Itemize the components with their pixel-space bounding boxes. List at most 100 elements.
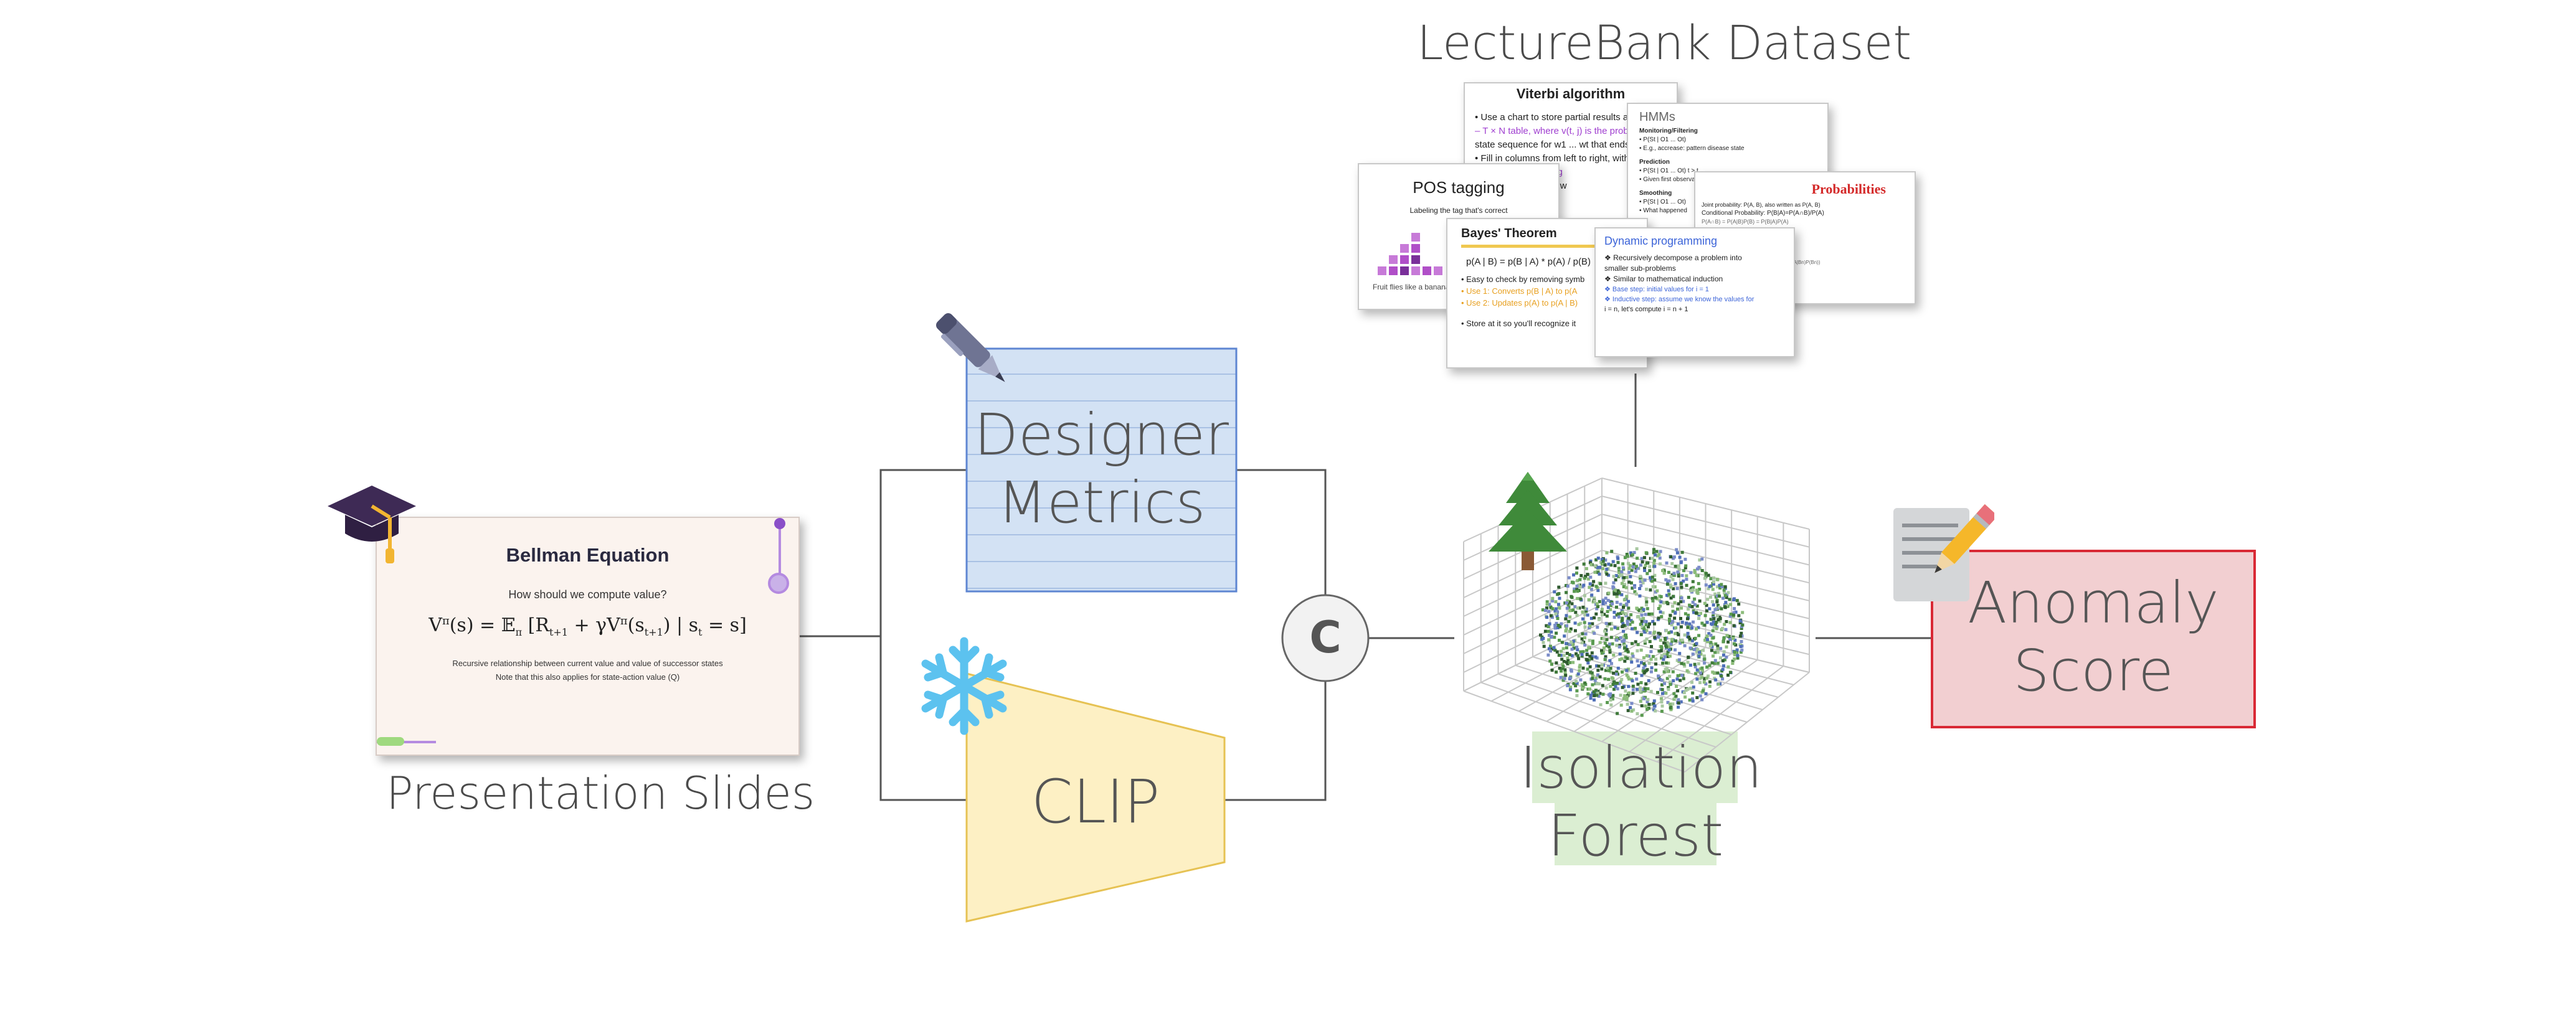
cloud-point (1647, 679, 1650, 682)
cloud-point (1675, 685, 1678, 688)
cloud-point (1716, 661, 1720, 665)
cloud-point (1600, 608, 1604, 611)
cloud-point (1556, 617, 1560, 620)
cloud-point (1691, 580, 1695, 583)
dynamic-line: ❖ Inductive step: assume we know the val… (1604, 296, 1754, 303)
cloud-point (1579, 678, 1583, 682)
probabilities-line: Conditional Probability: P(B|A)=P(A∩B)/P… (1702, 210, 1824, 217)
cloud-point (1636, 649, 1639, 652)
cloud-point (1595, 607, 1599, 611)
cloud-point (1652, 558, 1656, 562)
cloud-point (1624, 689, 1627, 693)
cloud-point (1720, 669, 1724, 673)
cloud-point (1561, 647, 1565, 651)
cloud-point (1736, 656, 1740, 660)
cloud-point (1589, 670, 1593, 674)
cloud-point (1652, 622, 1656, 626)
cloud-point (1694, 672, 1698, 675)
cloud-point (1578, 606, 1581, 610)
cloud-point (1626, 619, 1629, 623)
cloud-point (1677, 568, 1681, 571)
cloud-point (1552, 646, 1556, 649)
cloud-point (1652, 702, 1655, 705)
cloud-point (1559, 675, 1563, 679)
cloud-point (1625, 669, 1629, 672)
cloud-point (1555, 607, 1558, 611)
cloud-point (1547, 634, 1551, 637)
cloud-point (1677, 574, 1680, 578)
pos-cell (1389, 255, 1398, 264)
cloud-point (1625, 674, 1629, 677)
cloud-point (1601, 602, 1605, 606)
cloud-point (1558, 625, 1562, 629)
cloud-point (1679, 700, 1683, 703)
cloud-point (1691, 652, 1695, 656)
cloud-point (1703, 614, 1707, 618)
cloud-point (1572, 639, 1576, 643)
cloud-point (1619, 603, 1622, 606)
cloud-point (1615, 636, 1619, 639)
hmms-line: Smoothing (1639, 190, 1672, 197)
cloud-point (1625, 698, 1629, 701)
cloud-point (1643, 664, 1647, 667)
cloud-point (1626, 650, 1630, 654)
designer-metrics-block (965, 347, 1238, 593)
cloud-point (1685, 574, 1688, 578)
cloud-point (1618, 658, 1622, 662)
cloud-point (1594, 585, 1598, 588)
cloud-point (1646, 668, 1649, 672)
cloud-point (1593, 599, 1596, 603)
cloud-point (1670, 623, 1674, 627)
cloud-point (1638, 587, 1642, 590)
cloud-point (1728, 614, 1732, 618)
cloud-point (1646, 707, 1649, 711)
cloud-point (1653, 573, 1657, 577)
cloud-point (1705, 621, 1709, 624)
cloud-point (1703, 638, 1707, 642)
cloud-point (1687, 656, 1690, 659)
cloud-point (1590, 671, 1594, 675)
cloud-point (1714, 678, 1718, 682)
cloud-point (1621, 562, 1625, 566)
cloud-point (1549, 649, 1552, 653)
dynamic-line: i = n, let's compute i = n + 1 (1604, 306, 1688, 313)
cloud-point (1624, 633, 1627, 637)
cloud-point (1615, 592, 1619, 596)
cloud-point (1570, 654, 1574, 657)
cloud-point (1612, 671, 1616, 675)
cloud-point (1611, 585, 1615, 589)
cloud-point (1600, 610, 1604, 614)
cloud-point (1659, 562, 1662, 566)
cloud-point (1593, 616, 1596, 619)
cloud-point (1634, 672, 1637, 675)
cloud-point (1638, 686, 1642, 690)
cloud-point (1713, 662, 1717, 665)
cloud-point (1702, 687, 1705, 691)
cloud-point (1551, 599, 1555, 603)
cloud-point (1692, 647, 1696, 651)
pos-cell (1411, 255, 1420, 264)
cloud-point (1621, 616, 1624, 620)
cloud-point (1686, 626, 1690, 629)
isolation-forest-line2: Forest (1547, 802, 1724, 869)
cloud-point (1640, 704, 1644, 708)
cloud-point (1609, 692, 1612, 696)
cloud-point (1591, 677, 1594, 680)
cloud-point (1665, 677, 1669, 680)
cloud-point (1673, 616, 1677, 620)
cloud-point (1548, 659, 1552, 663)
cloud-point (1594, 677, 1598, 680)
bayes-title: Bayes' Theorem (1461, 227, 1557, 240)
cloud-point (1608, 694, 1612, 698)
cloud-point (1639, 623, 1642, 626)
cloud-point (1626, 675, 1630, 679)
cloud-point (1555, 610, 1559, 614)
cloud-point (1659, 604, 1662, 608)
cloud-point (1639, 584, 1643, 588)
cloud-point (1645, 637, 1649, 641)
cloud-point (1721, 639, 1725, 643)
cloud-point (1712, 620, 1715, 624)
cloud-point (1573, 629, 1577, 632)
cloud-point (1603, 563, 1607, 567)
